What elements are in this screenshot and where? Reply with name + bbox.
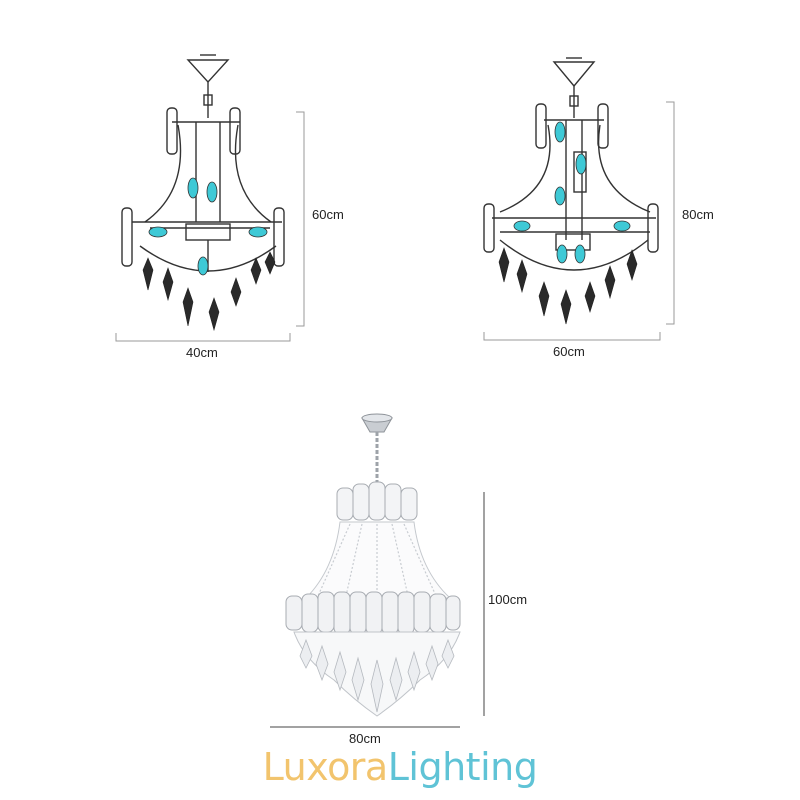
chandelier-medium-dimension-lines xyxy=(483,101,675,341)
chandelier-large-dimension-lines xyxy=(270,492,485,728)
chandelier-small-crystals xyxy=(142,251,276,332)
medium-height-label: 80cm xyxy=(682,207,714,222)
small-width-label: 40cm xyxy=(186,345,218,360)
chandelier-small-diagram xyxy=(121,54,285,272)
chandelier-medium-bulbs xyxy=(513,121,631,264)
chandelier-small-dimension-lines xyxy=(115,111,305,342)
brand-name-part1: Luxora xyxy=(262,745,389,789)
chandelier-medium-diagram xyxy=(483,57,659,271)
chandelier-small-bulbs xyxy=(148,177,268,276)
small-height-label: 60cm xyxy=(312,207,344,222)
medium-width-label: 60cm xyxy=(553,344,585,359)
chandelier-large-photo xyxy=(285,413,461,717)
chandelier-medium-crystals xyxy=(498,247,638,325)
large-width-label: 80cm xyxy=(349,731,381,746)
brand-name-part2: Lighting xyxy=(387,745,538,789)
large-height-label: 100cm xyxy=(488,592,528,607)
